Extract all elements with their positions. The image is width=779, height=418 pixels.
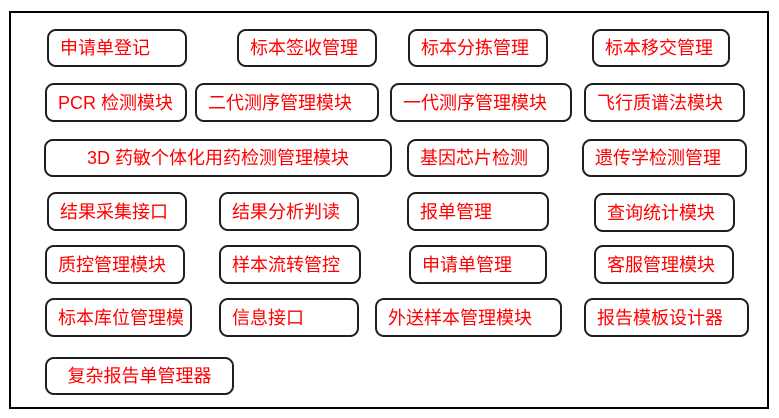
module-button-report-template-designer[interactable]: 报告模板设计器 bbox=[584, 298, 749, 337]
module-button-outsourced-sample-management-module[interactable]: 外送样本管理模块 bbox=[375, 298, 562, 337]
module-button-genetics-testing-management[interactable]: 遗传学检测管理 bbox=[582, 139, 747, 177]
module-button-sanger-sequencing-management-module[interactable]: 一代测序管理模块 bbox=[390, 83, 572, 122]
module-button-specimen-sorting-management[interactable]: 标本分拣管理 bbox=[408, 29, 548, 67]
module-button-maldi-tof-module[interactable]: 飞行质谱法模块 bbox=[584, 83, 745, 122]
module-button-specimen-storage-location-management[interactable]: 标本库位管理模 bbox=[45, 298, 192, 337]
diagram-frame: 申请单登记 标本签收管理 标本分拣管理 标本移交管理 PCR 检测模块 二代测序… bbox=[9, 11, 769, 409]
module-button-3d-drug-sensitivity-personalized-testing[interactable]: 3D 药敏个体化用药检测管理模块 bbox=[44, 139, 392, 177]
module-button-result-analysis-interpretation[interactable]: 结果分析判读 bbox=[219, 192, 359, 231]
module-button-customer-service-management-module[interactable]: 客服管理模块 bbox=[594, 245, 734, 284]
module-button-gene-chip-testing[interactable]: 基因芯片检测 bbox=[407, 139, 549, 177]
module-button-complex-report-manager[interactable]: 复杂报告单管理器 bbox=[45, 357, 234, 395]
module-button-sample-flow-control[interactable]: 样本流转管控 bbox=[219, 245, 361, 284]
module-button-application-form-management[interactable]: 申请单管理 bbox=[409, 245, 547, 284]
module-button-specimen-receipt-management[interactable]: 标本签收管理 bbox=[237, 29, 377, 67]
module-button-ngs-management-module[interactable]: 二代测序管理模块 bbox=[195, 83, 379, 122]
module-button-report-management[interactable]: 报单管理 bbox=[407, 192, 549, 231]
module-button-information-interface[interactable]: 信息接口 bbox=[219, 298, 359, 337]
module-button-pcr-testing-module[interactable]: PCR 检测模块 bbox=[45, 83, 187, 122]
module-button-application-form-registration[interactable]: 申请单登记 bbox=[47, 29, 187, 67]
module-button-specimen-transfer-management[interactable]: 标本移交管理 bbox=[592, 29, 730, 67]
module-button-qc-management-module[interactable]: 质控管理模块 bbox=[45, 245, 185, 284]
module-button-query-statistics-module[interactable]: 查询统计模块 bbox=[594, 193, 735, 232]
module-button-result-collection-interface[interactable]: 结果采集接口 bbox=[47, 192, 187, 231]
